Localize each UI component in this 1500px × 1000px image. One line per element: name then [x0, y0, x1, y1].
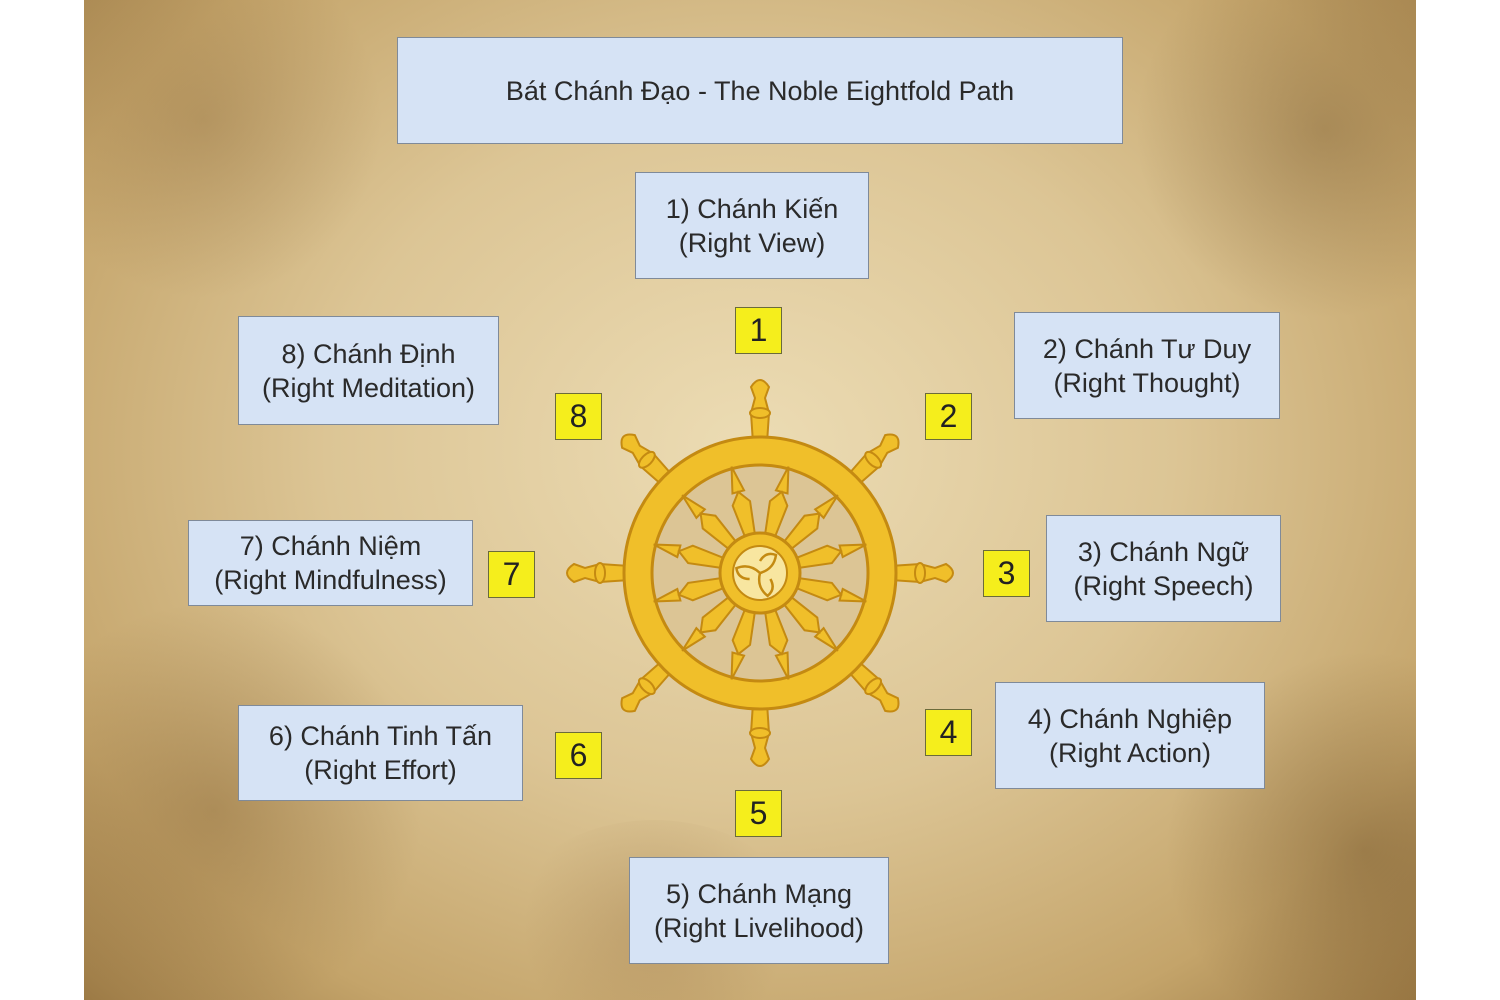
number-marker-6: 6	[555, 732, 602, 779]
path-box-right-thought: 2) Chánh Tư Duy (Right Thought)	[1014, 312, 1280, 419]
path-translation: (Right Thought)	[1053, 367, 1241, 398]
path-name: 1) Chánh Kiến	[665, 193, 839, 224]
path-box-right-effort: 6) Chánh Tinh Tấn (Right Effort)	[238, 705, 523, 801]
wheel-handle	[845, 658, 900, 713]
number-marker-2: 2	[925, 393, 972, 440]
number-marker-1: 1	[735, 307, 782, 354]
path-name: 4) Chánh Nghiệp	[1027, 703, 1233, 734]
number-marker-5: 5	[735, 790, 782, 837]
hub-swirl	[757, 572, 774, 598]
wheel-handle	[749, 379, 771, 444]
number-marker-4: 4	[925, 709, 972, 756]
path-translation: (Right Action)	[1048, 737, 1212, 768]
path-translation: (Right Livelihood)	[653, 912, 865, 943]
path-translation: (Right View)	[678, 227, 826, 258]
path-box-right-speech: 3) Chánh Ngữ (Right Speech)	[1046, 515, 1281, 622]
path-name: 6) Chánh Tinh Tấn	[268, 721, 493, 751]
wheel-handle	[620, 658, 675, 713]
hub-swirl	[758, 552, 778, 575]
path-box-right-view: 1) Chánh Kiến (Right View)	[635, 172, 869, 279]
number-marker-8: 8	[555, 393, 602, 440]
path-box-right-livelihood: 5) Chánh Mạng (Right Livelihood)	[629, 857, 889, 964]
path-name: 8) Chánh Định	[281, 338, 456, 369]
page-title: Bát Chánh Đạo - The Noble Eightfold Path	[397, 37, 1123, 144]
path-translation: (Right Mindfulness)	[214, 565, 447, 595]
path-box-right-meditation: 8) Chánh Định (Right Meditation)	[238, 316, 499, 425]
wheel-handle	[749, 702, 771, 767]
wheel-handle	[845, 433, 900, 488]
number-marker-3: 3	[983, 550, 1030, 597]
wheel-handle	[566, 562, 631, 584]
path-translation: (Right Meditation)	[261, 372, 476, 403]
page-title-text: Bát Chánh Đạo - The Noble Eightfold Path	[505, 75, 1015, 106]
path-name: 3) Chánh Ngữ	[1077, 536, 1250, 567]
wheel-handle	[889, 562, 954, 584]
path-translation: (Right Effort)	[304, 755, 457, 785]
path-translation: (Right Speech)	[1073, 570, 1254, 601]
hub-swirl	[735, 565, 761, 581]
path-box-right-action: 4) Chánh Nghiệp (Right Action)	[995, 682, 1265, 789]
path-name: 2) Chánh Tư Duy	[1042, 333, 1252, 364]
path-name: 7) Chánh Niệm	[239, 531, 422, 561]
path-box-right-mindfulness: 7) Chánh Niệm (Right Mindfulness)	[188, 520, 473, 606]
number-marker-7: 7	[488, 551, 535, 598]
path-name: 5) Chánh Mạng	[665, 878, 853, 909]
wheel-handle	[620, 433, 675, 488]
